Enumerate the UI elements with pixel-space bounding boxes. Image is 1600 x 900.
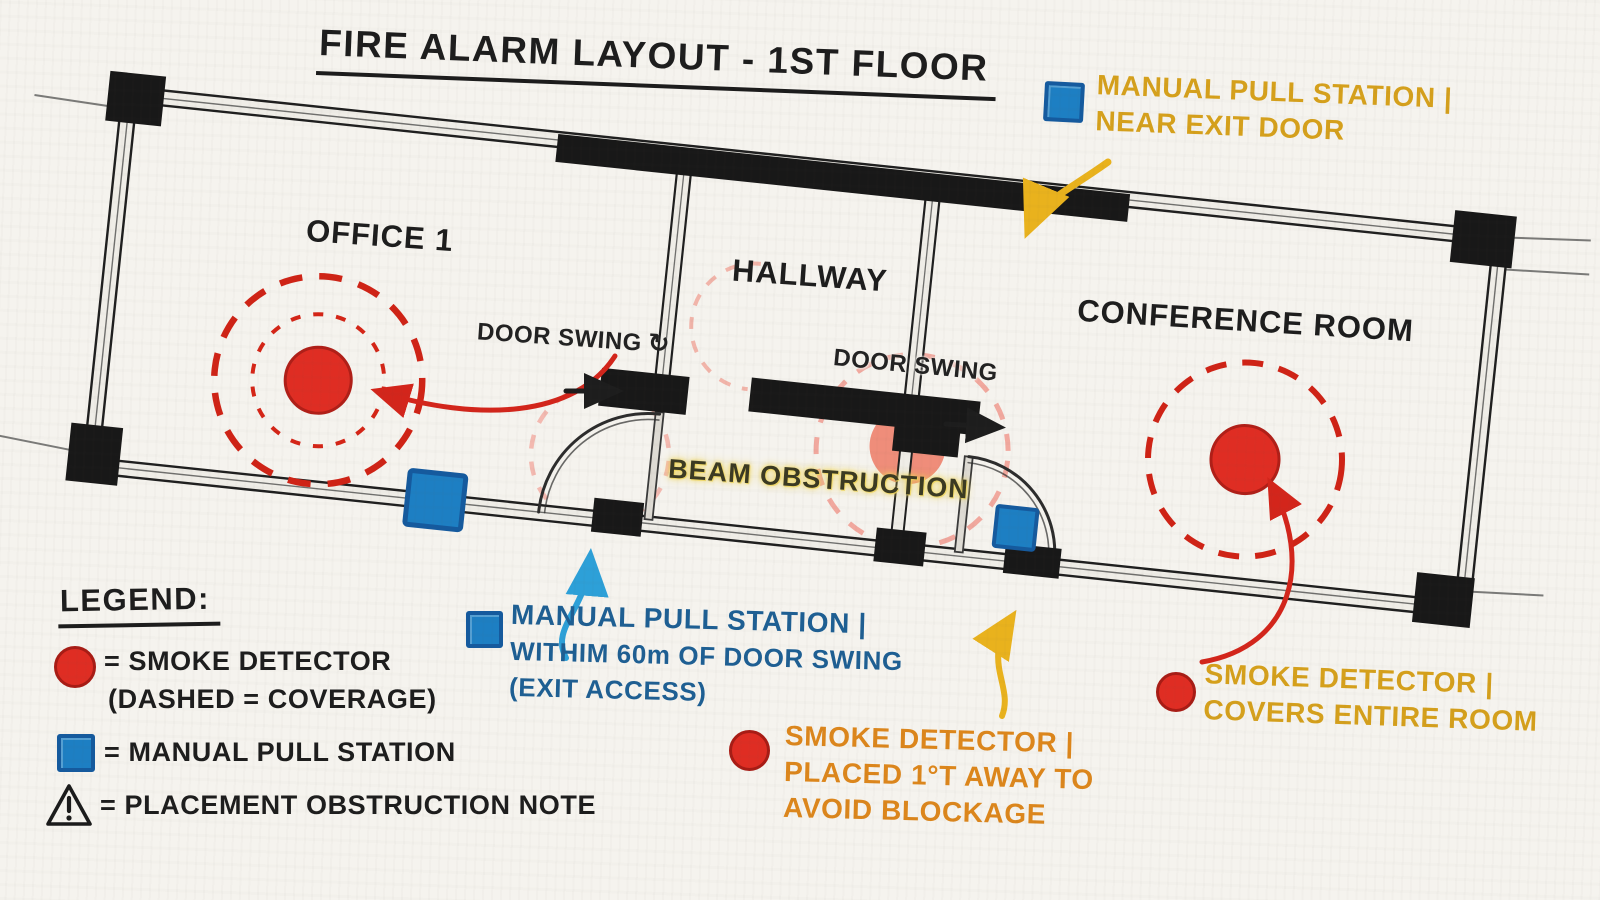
smoke-detector-office [210,272,426,488]
note-smoke-detector-blockage: SMOKE DETECTOR | PLACED 1°T AWAY TO AVOI… [782,719,1095,830]
legend-heading: LEGEND: [57,580,221,629]
legend-smoke-coverage-label: (DASHED = COVERAGE) [108,684,437,714]
wall-columns [65,70,1517,628]
pull-station-icon [1042,80,1086,124]
note-smoke-detector-coverage: SMOKE DETECTOR | COVERS ENTIRE ROOM [1202,658,1539,737]
page-title: FIRE ALARM LAYOUT - 1ST FLOOR [315,22,998,102]
door-leaf-office [643,410,665,521]
pull-station-icon [466,611,503,648]
door-header-office [598,367,690,415]
note-pull-station-door-swing: MANUAL PULL STATION | WITHIM 60m OF DOOR… [508,598,904,708]
smoke-detector-icon [54,646,96,688]
warning-triangle-icon [44,782,94,833]
smoke-detector-icon [1156,672,1196,712]
yellow-arrow-blockage [972,609,1017,719]
smoke-detector-conference [1145,359,1346,560]
floor-plan [0,70,1591,637]
smoke-detector-icon [729,730,770,771]
floor-plan-drawing [0,70,1591,628]
legend-smoke-detector-label: = SMOKE DETECTOR [104,646,392,676]
beam-obstruction-wall [748,377,981,436]
pull-station-icon [57,734,95,772]
legend-obstruction-note-label: = PLACEMENT OBSTRUCTION NOTE [100,790,597,820]
pull-station-conference [991,504,1040,552]
rotate-arrow-icon: ↻ [646,327,672,359]
hallway-top-beam [555,133,1131,222]
pull-station-office [402,468,469,533]
legend-pull-station-label: = MANUAL PULL STATION [104,737,456,767]
door-swings [537,410,1057,564]
note-pull-station-exit: MANUAL PULL STATION | NEAR EXIT DOOR [1094,69,1454,146]
